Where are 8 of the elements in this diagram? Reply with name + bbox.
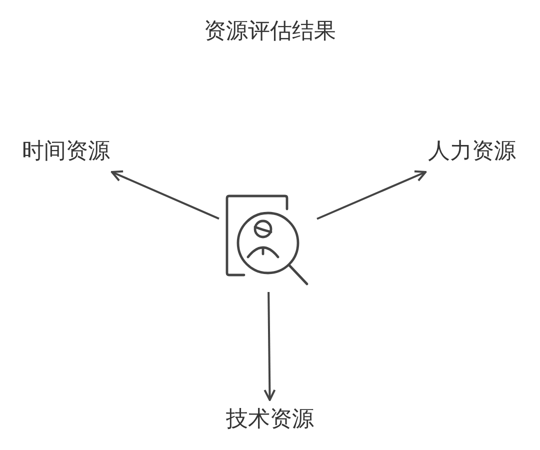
person-search-icon: [225, 194, 311, 286]
title: 资源评估结果: [204, 18, 336, 46]
arrow: [316, 170, 427, 220]
node-label: 人力资源: [428, 138, 516, 166]
arrow: [264, 292, 276, 401]
arrow: [110, 170, 220, 220]
node-label: 技术资源: [226, 406, 314, 434]
node-label: 时间资源: [22, 138, 110, 166]
